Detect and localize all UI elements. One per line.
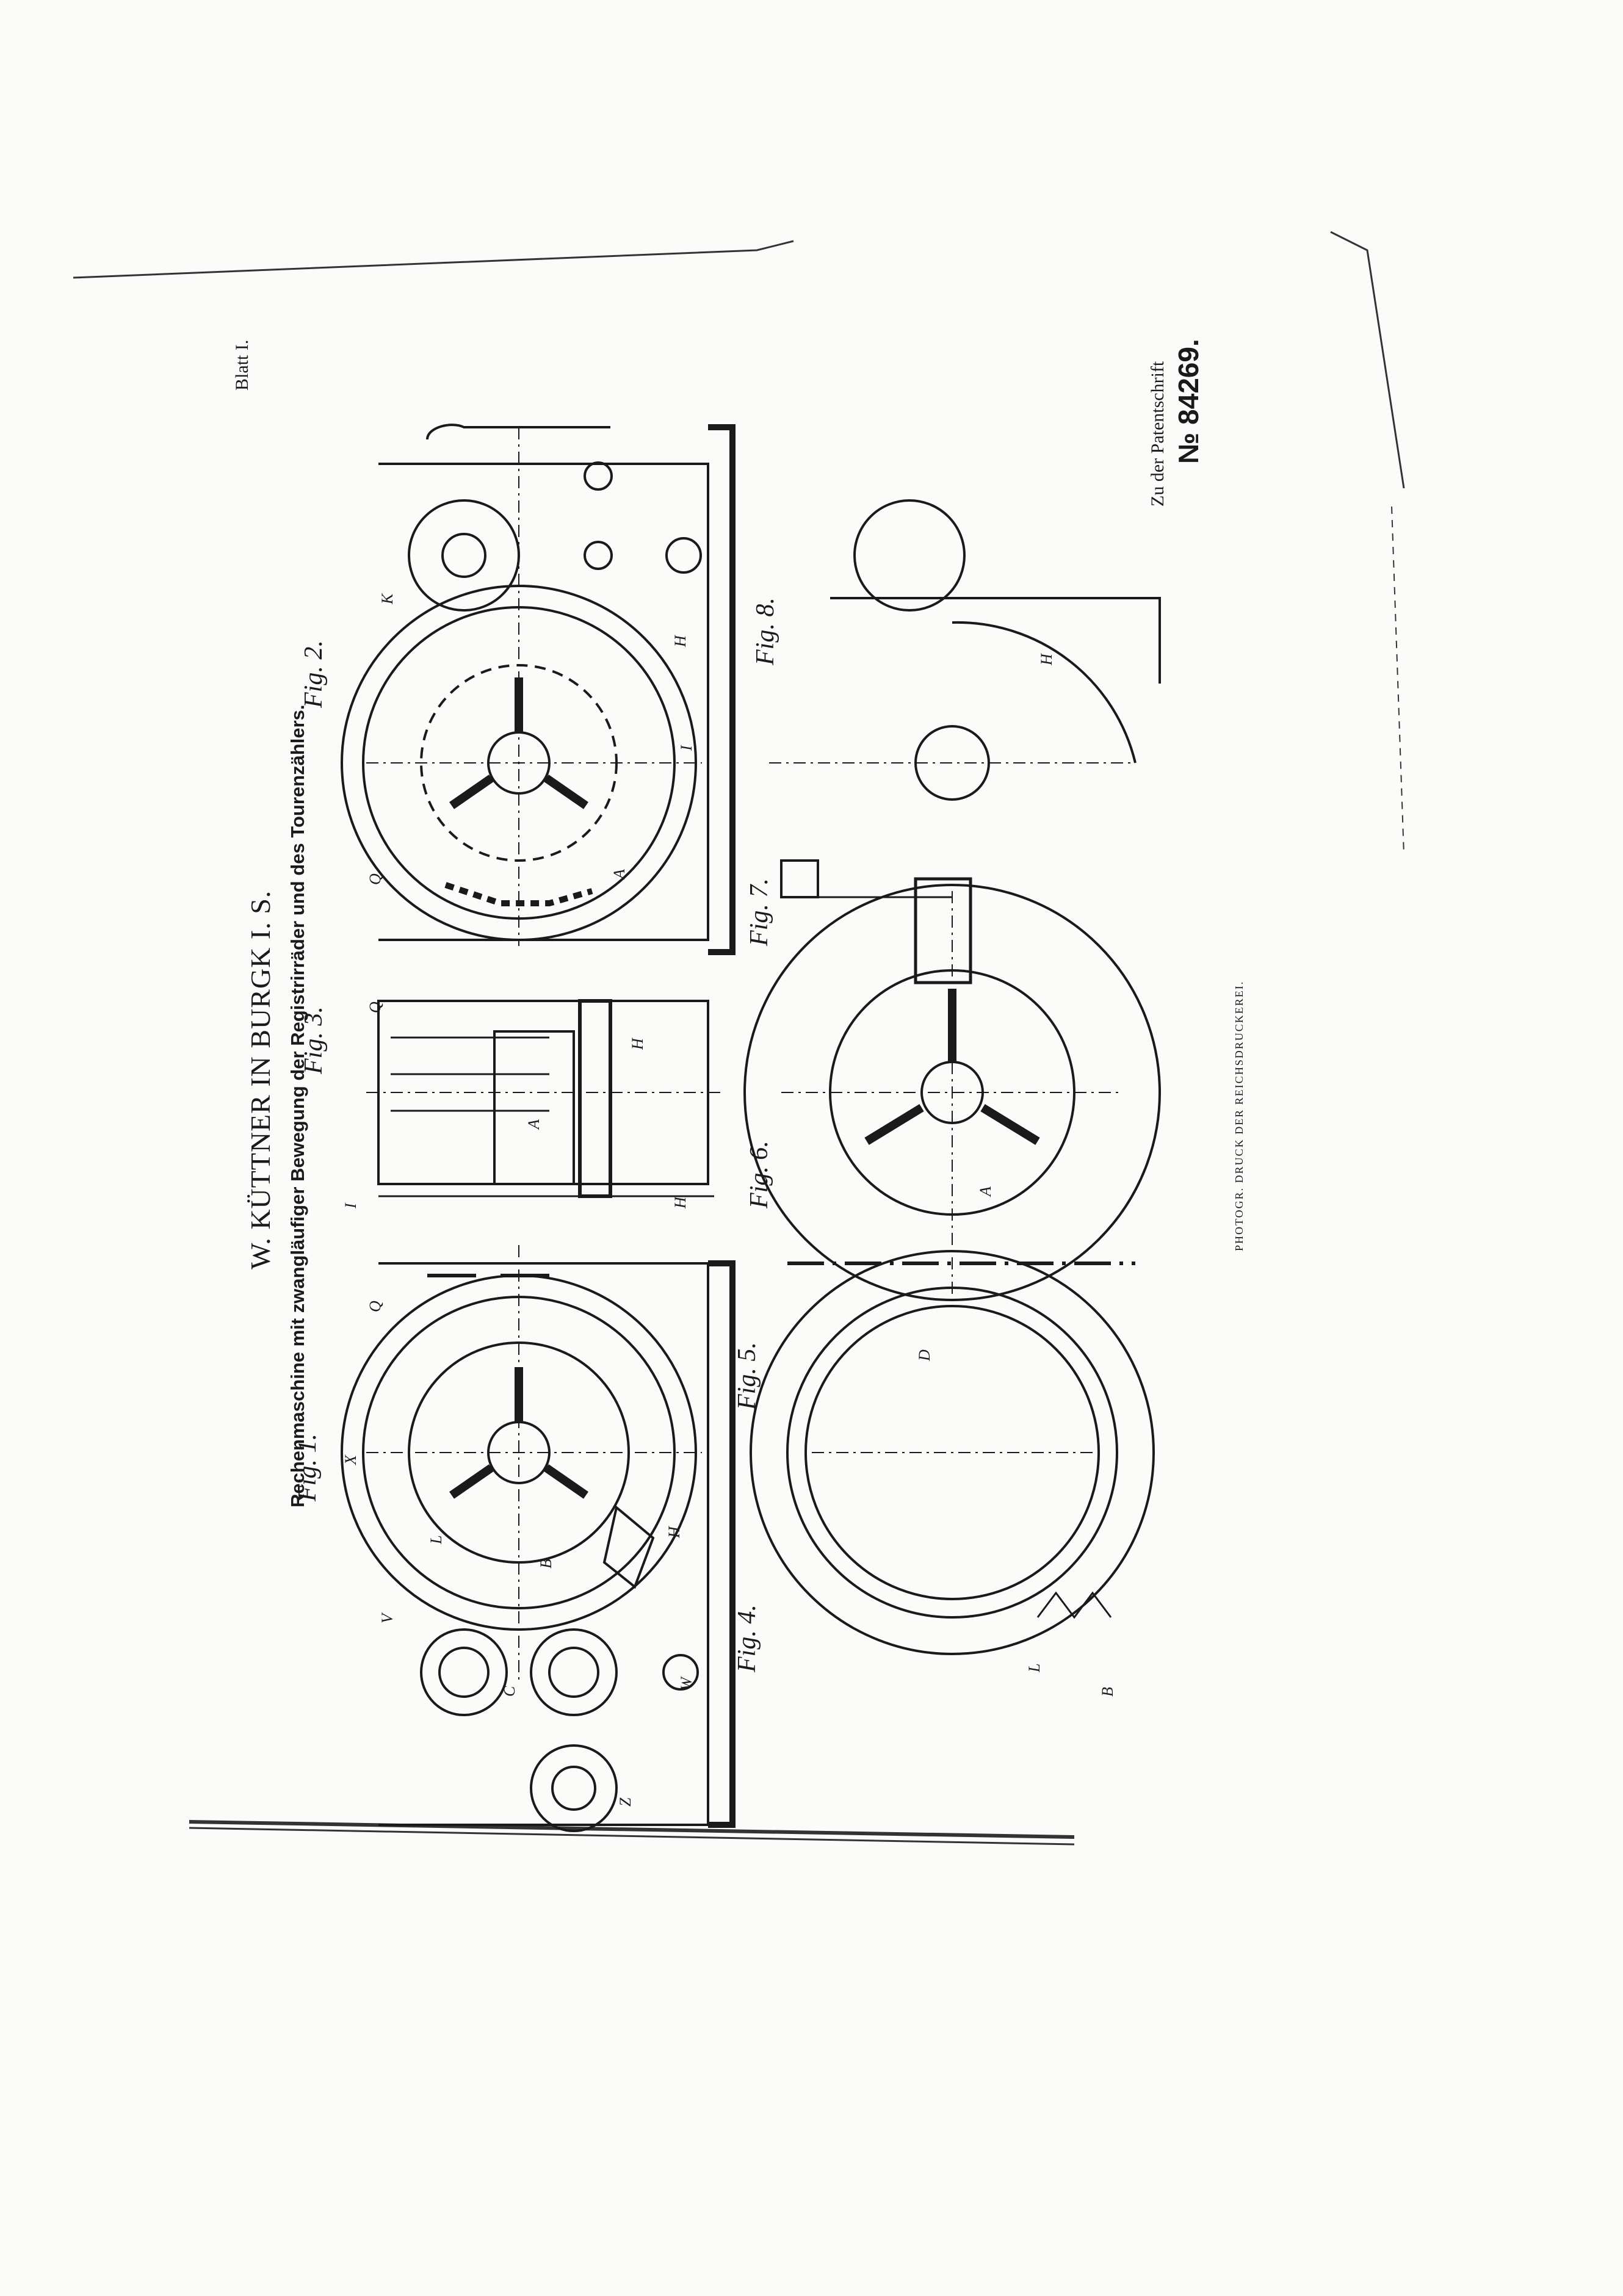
scan-edge-lines bbox=[73, 231, 1405, 1846]
sheet-title: Rechenmaschine mit zwangläufiger Bewegun… bbox=[287, 704, 308, 1507]
fig8-drawing bbox=[769, 499, 1161, 801]
fig7-label: Fig. 7. bbox=[745, 878, 773, 946]
fig7-drawing bbox=[780, 859, 972, 984]
patent-prefix: Zu der Patentschrift bbox=[1148, 361, 1168, 507]
fig5-part-d: D bbox=[916, 1349, 933, 1361]
fig6-part-a: A bbox=[977, 1186, 994, 1196]
fig1-part-h: H bbox=[665, 1526, 683, 1538]
fig5-label: Fig. 5. bbox=[733, 1342, 761, 1410]
fig8-label: Fig. 8. bbox=[751, 597, 779, 665]
fig3-part-a: A bbox=[525, 1119, 543, 1129]
fig6-drawing bbox=[743, 884, 1161, 1301]
fig2-part-k: K bbox=[378, 593, 396, 604]
fig2-label: Fig. 2. bbox=[300, 640, 328, 708]
fig1-part-x: X bbox=[342, 1455, 360, 1465]
fig2-part-h: H bbox=[671, 635, 689, 647]
fig1-part-v: V bbox=[378, 1614, 396, 1623]
fig2-drawing bbox=[341, 424, 736, 955]
fig1-part-c: C bbox=[501, 1686, 518, 1697]
fig1-drawing bbox=[341, 1245, 736, 1832]
fig3-part-h-top: H bbox=[629, 1038, 646, 1050]
fig4-label: Fig. 4. bbox=[733, 1605, 761, 1672]
fig3-drawing bbox=[366, 999, 720, 1198]
fig1-part-z: Z bbox=[616, 1797, 634, 1807]
blatt-label: Blatt I. bbox=[232, 339, 252, 391]
fig1-part-l: L bbox=[427, 1535, 445, 1544]
printer-credit: PHOTOGR. DRUCK DER REICHSDRUCKEREI. bbox=[1233, 980, 1245, 1251]
fig2-part-a: A bbox=[610, 869, 628, 879]
fig4-part-b: B bbox=[1099, 1687, 1116, 1697]
fig2-part-q: Q bbox=[366, 873, 384, 885]
fig1-part-q: Q bbox=[366, 1301, 384, 1312]
fig6-label: Fig. 6. bbox=[745, 1141, 773, 1208]
fig1-part-w: W bbox=[678, 1677, 695, 1691]
fig2-part-i: I bbox=[678, 745, 695, 751]
fig3-part-q: Q bbox=[366, 1002, 384, 1013]
fig4-part-l: L bbox=[1025, 1663, 1043, 1672]
fig3-part-h-bottom: H bbox=[671, 1197, 689, 1208]
fig3-part-i: I bbox=[342, 1203, 360, 1208]
fig1-label: Fig. 1. bbox=[294, 1434, 322, 1501]
patent-number: № 84269. bbox=[1173, 339, 1204, 464]
fig8-part-h: H bbox=[1038, 654, 1055, 665]
fig3-label: Fig. 3. bbox=[300, 1006, 328, 1074]
inventor-heading: W. KÜTTNER IN BURGK I. S. bbox=[245, 890, 276, 1269]
fig4-drawing bbox=[750, 1250, 1155, 1655]
fig1-part-b: B bbox=[537, 1559, 555, 1569]
